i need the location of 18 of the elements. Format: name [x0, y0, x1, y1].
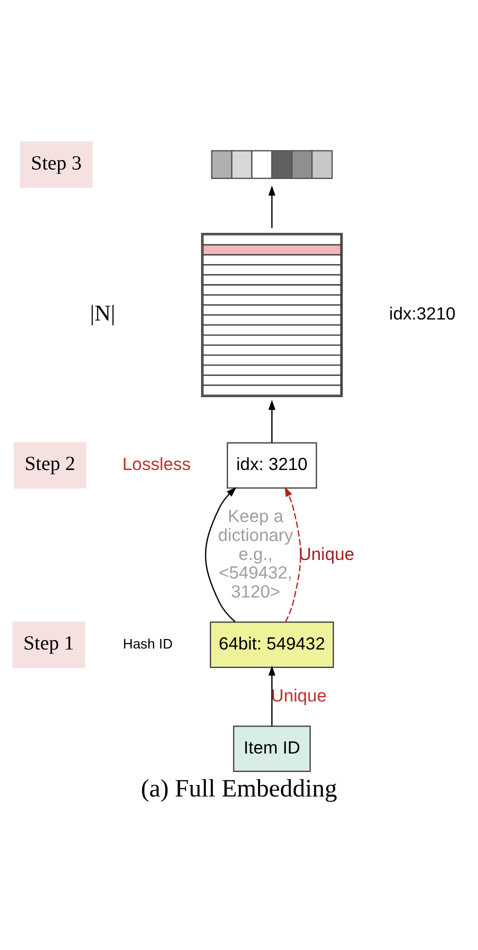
- node-label: idx:3210: [389, 303, 456, 324]
- arrow: [268, 399, 276, 442]
- node-box: Step 3: [20, 140, 93, 188]
- arrow: [268, 185, 276, 228]
- node-box: Step 2: [14, 442, 86, 488]
- arrow: [284, 486, 302, 622]
- caption: (a) Full Embedding: [140, 774, 338, 802]
- node-box: Step 1: [12, 621, 86, 668]
- edge-label: Unique: [298, 543, 354, 564]
- label: |N|: [90, 300, 116, 326]
- node-label: Hash ID: [122, 636, 173, 651]
- node-box: Item ID: [233, 725, 311, 772]
- arrow: [204, 486, 236, 622]
- node-box: 64bit: 549432: [210, 621, 334, 668]
- node-label: Lossless: [122, 454, 191, 474]
- arrow: [268, 665, 276, 726]
- node-box: idx: 3210: [226, 442, 318, 488]
- edge-label: Keep a dictionary e.g., <549432, 3120>: [218, 506, 294, 601]
